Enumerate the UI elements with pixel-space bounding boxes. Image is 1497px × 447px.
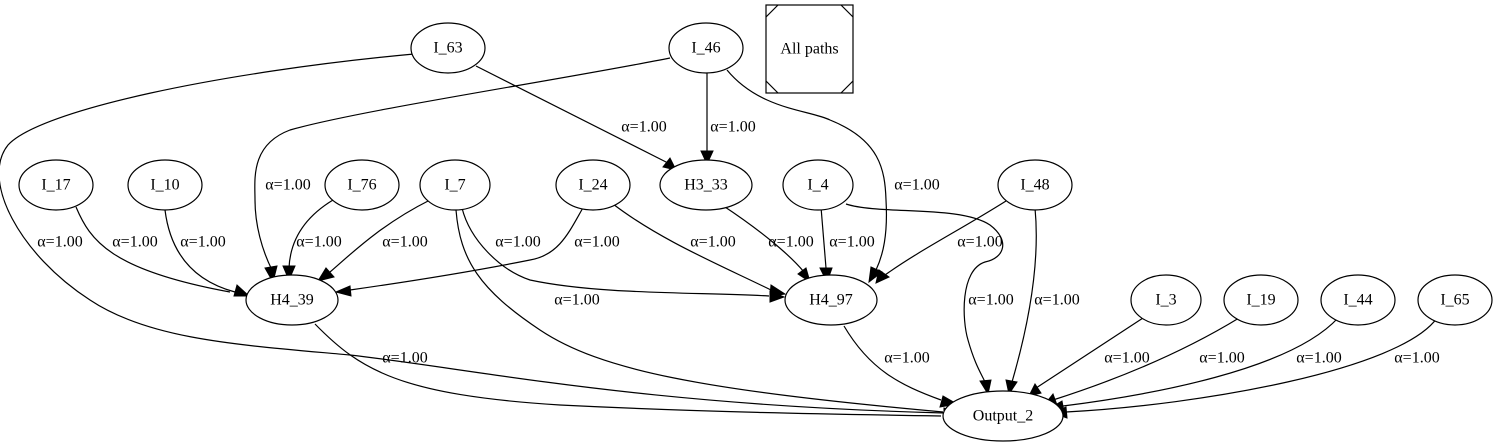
edge-i17-h4_39 — [75, 206, 231, 293]
arrow-to-output2-d — [1005, 379, 1018, 396]
edge-label: α=1.00 — [768, 234, 813, 251]
edge-i3-output2 — [1032, 317, 1144, 391]
legend-all-paths: All paths — [765, 4, 854, 94]
edge-label: α=1.00 — [894, 177, 939, 194]
edge-label: α=1.00 — [112, 234, 157, 251]
node-i48[interactable]: I_48 — [997, 159, 1073, 211]
node-label: I_17 — [41, 177, 70, 194]
edge-label: α=1.00 — [1296, 350, 1341, 367]
node-label: I_4 — [807, 177, 828, 194]
legend-label: All paths — [780, 41, 838, 58]
node-label: I_48 — [1020, 177, 1049, 194]
edge-i19-output2 — [1052, 317, 1240, 401]
node-label: I_7 — [444, 177, 465, 194]
nodes: I_63 I_46 I_17 I_10 I_76 I_7 I_24 H3_33 — [18, 22, 1493, 442]
edge-label: α=1.00 — [968, 292, 1013, 309]
edge-i63-output2 — [0, 53, 946, 414]
node-h3_33[interactable]: H3_33 — [659, 159, 753, 211]
edge-label: α=1.00 — [495, 234, 540, 251]
edge-label: α=1.00 — [265, 177, 310, 194]
edge-label: α=1.00 — [1104, 350, 1149, 367]
edge-label: α=1.00 — [710, 119, 755, 136]
node-i65[interactable]: I_65 — [1417, 274, 1493, 326]
node-i24[interactable]: I_24 — [555, 159, 631, 211]
edge-i65-output2 — [1065, 317, 1438, 413]
edge-i7-h4_39 — [329, 199, 431, 273]
edge-i7-h4_97 — [461, 207, 770, 297]
arrow-to-h4_39-e — [334, 285, 352, 297]
edge-label: α=1.00 — [180, 234, 225, 251]
edges — [0, 53, 1438, 417]
edge-label: α=1.00 — [829, 234, 874, 251]
node-i10[interactable]: I_10 — [127, 159, 203, 211]
edge-label: α=1.00 — [1394, 350, 1439, 367]
edge-label: α=1.00 — [621, 119, 666, 136]
edge-i63-h3_33 — [475, 65, 669, 164]
arrow-to-h4_39-c — [282, 265, 296, 282]
arrow-to-h4_97-f — [875, 269, 890, 284]
edge-i46-h4_97 — [726, 69, 888, 271]
edge-label: α=1.00 — [574, 234, 619, 251]
edge-label: α=1.00 — [296, 234, 341, 251]
edge-label: α=1.00 — [37, 234, 82, 251]
node-label: I_3 — [1155, 292, 1176, 309]
edge-label: α=1.00 — [554, 292, 599, 309]
edge-label: α=1.00 — [690, 234, 735, 251]
edge-label: α=1.00 — [1034, 292, 1079, 309]
node-label: H3_33 — [684, 177, 728, 194]
edge-label: α=1.00 — [382, 350, 427, 367]
node-label: I_76 — [347, 177, 376, 194]
node-label: I_10 — [150, 177, 179, 194]
node-output2[interactable]: Output_2 — [942, 390, 1064, 442]
edge-i48-output2 — [1011, 207, 1037, 383]
node-label: H4_97 — [809, 292, 853, 309]
edge-i48-h4_97 — [884, 200, 1007, 276]
node-label: Output_2 — [973, 408, 1033, 425]
edge-label: α=1.00 — [382, 234, 427, 251]
edge-i76-h4_39 — [288, 199, 334, 269]
node-i63[interactable]: I_63 — [410, 22, 486, 74]
edge-i24-h4_39 — [349, 205, 585, 291]
edge-i46-h4_39 — [254, 57, 671, 271]
edge-i10-h4_39 — [164, 209, 236, 293]
arrow-to-h3_33-b — [700, 150, 714, 166]
edge-i4-output2 — [845, 203, 1004, 383]
arrow-to-output2-c — [979, 379, 992, 396]
node-i19[interactable]: I_19 — [1223, 274, 1299, 326]
edge-label: α=1.00 — [1199, 350, 1244, 367]
node-label: I_63 — [433, 40, 462, 57]
node-label: I_24 — [578, 177, 607, 194]
node-i3[interactable]: I_3 — [1130, 274, 1202, 326]
arrow-to-h4_39-d — [316, 267, 335, 282]
arrow-to-h3_33-a — [662, 157, 677, 171]
node-h4_97[interactable]: H4_97 — [784, 274, 878, 326]
edge-i7-output2 — [455, 209, 944, 413]
edge-label: α=1.00 — [957, 234, 1002, 251]
node-label: I_44 — [1343, 292, 1372, 309]
node-i17[interactable]: I_17 — [18, 159, 94, 211]
node-label: H4_39 — [270, 292, 314, 309]
node-label: I_19 — [1246, 292, 1275, 309]
edge-h4_97-output2 — [843, 325, 942, 401]
arrowheads — [233, 150, 1068, 421]
edge-label: α=1.00 — [884, 350, 929, 367]
edge-i44-output2 — [1062, 317, 1339, 407]
arrow-to-h4_39-b — [233, 284, 251, 297]
edge-i24-h4_97 — [612, 203, 772, 291]
edge-h4_39-output2 — [314, 323, 942, 417]
node-i44[interactable]: I_44 — [1320, 274, 1396, 326]
node-i46[interactable]: I_46 — [668, 22, 744, 74]
edge-i4-h4_97 — [820, 206, 827, 269]
node-label: I_46 — [691, 40, 720, 57]
edge-h3_33-h4_97 — [721, 204, 805, 273]
arrow-to-h4_97-b — [769, 284, 787, 297]
node-i76[interactable]: I_76 — [324, 159, 400, 211]
node-i4[interactable]: I_4 — [782, 159, 854, 211]
edge-labels: α=1.00 α=1.00 α=1.00 α=1.00 α=1.00 α=1.0… — [37, 119, 1439, 367]
node-h4_39[interactable]: H4_39 — [245, 274, 339, 326]
node-i7[interactable]: I_7 — [419, 159, 491, 211]
node-label: I_65 — [1440, 292, 1469, 309]
